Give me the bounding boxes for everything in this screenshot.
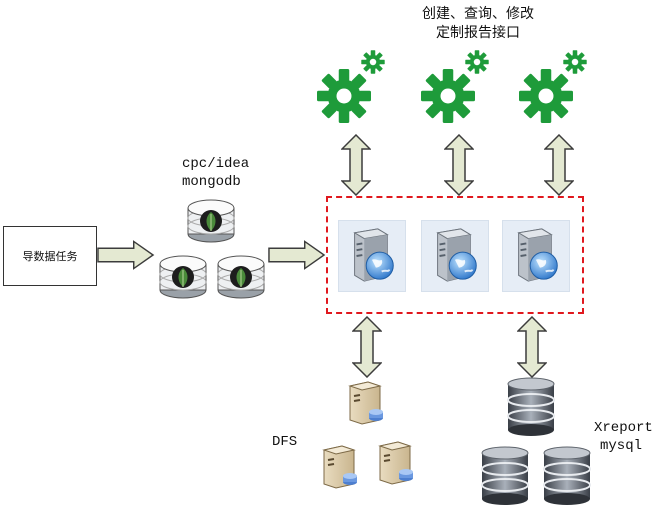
server-globe-icon bbox=[353, 227, 395, 283]
database-cylinder-icon bbox=[507, 377, 555, 436]
import-task-box: 导数据任务 bbox=[3, 226, 97, 286]
xreport-label-line2: mysql bbox=[600, 438, 643, 454]
gear-icon bbox=[421, 50, 489, 123]
bidirectional-arrow bbox=[544, 134, 574, 196]
mongodb-database-icon bbox=[187, 199, 235, 243]
mongodb-database-icon bbox=[159, 255, 207, 299]
xreport-label-line1: Xreport bbox=[594, 420, 653, 436]
server-node bbox=[502, 220, 570, 292]
db-label-line1: cpc/idea bbox=[182, 156, 250, 172]
bidirectional-arrow bbox=[517, 316, 547, 378]
gear-icon bbox=[519, 50, 587, 123]
tower-server-icon bbox=[379, 441, 414, 485]
import-task-label: 导数据任务 bbox=[22, 250, 78, 263]
bidirectional-arrow bbox=[444, 134, 474, 196]
right-arrow bbox=[268, 240, 325, 270]
mongodb-database-icon bbox=[217, 255, 265, 299]
server-globe-icon bbox=[517, 227, 559, 283]
tower-server-icon bbox=[349, 381, 384, 425]
database-cylinder-icon bbox=[543, 446, 591, 505]
interface-label-line2: 定制报告接口 bbox=[436, 25, 520, 41]
db-label-line2: mongodb bbox=[182, 174, 241, 190]
server-node bbox=[338, 220, 406, 292]
server-node bbox=[421, 220, 489, 292]
database-cylinder-icon bbox=[481, 446, 529, 505]
interface-label-line1: 创建、查询、修改 bbox=[422, 6, 534, 22]
bidirectional-arrow bbox=[352, 316, 382, 378]
right-arrow bbox=[97, 240, 154, 270]
dfs-label: DFS bbox=[272, 434, 298, 450]
gear-icon bbox=[317, 50, 385, 123]
bidirectional-arrow bbox=[341, 134, 371, 196]
tower-server-icon bbox=[323, 445, 358, 489]
server-globe-icon bbox=[436, 227, 478, 283]
server-cluster bbox=[326, 196, 584, 314]
